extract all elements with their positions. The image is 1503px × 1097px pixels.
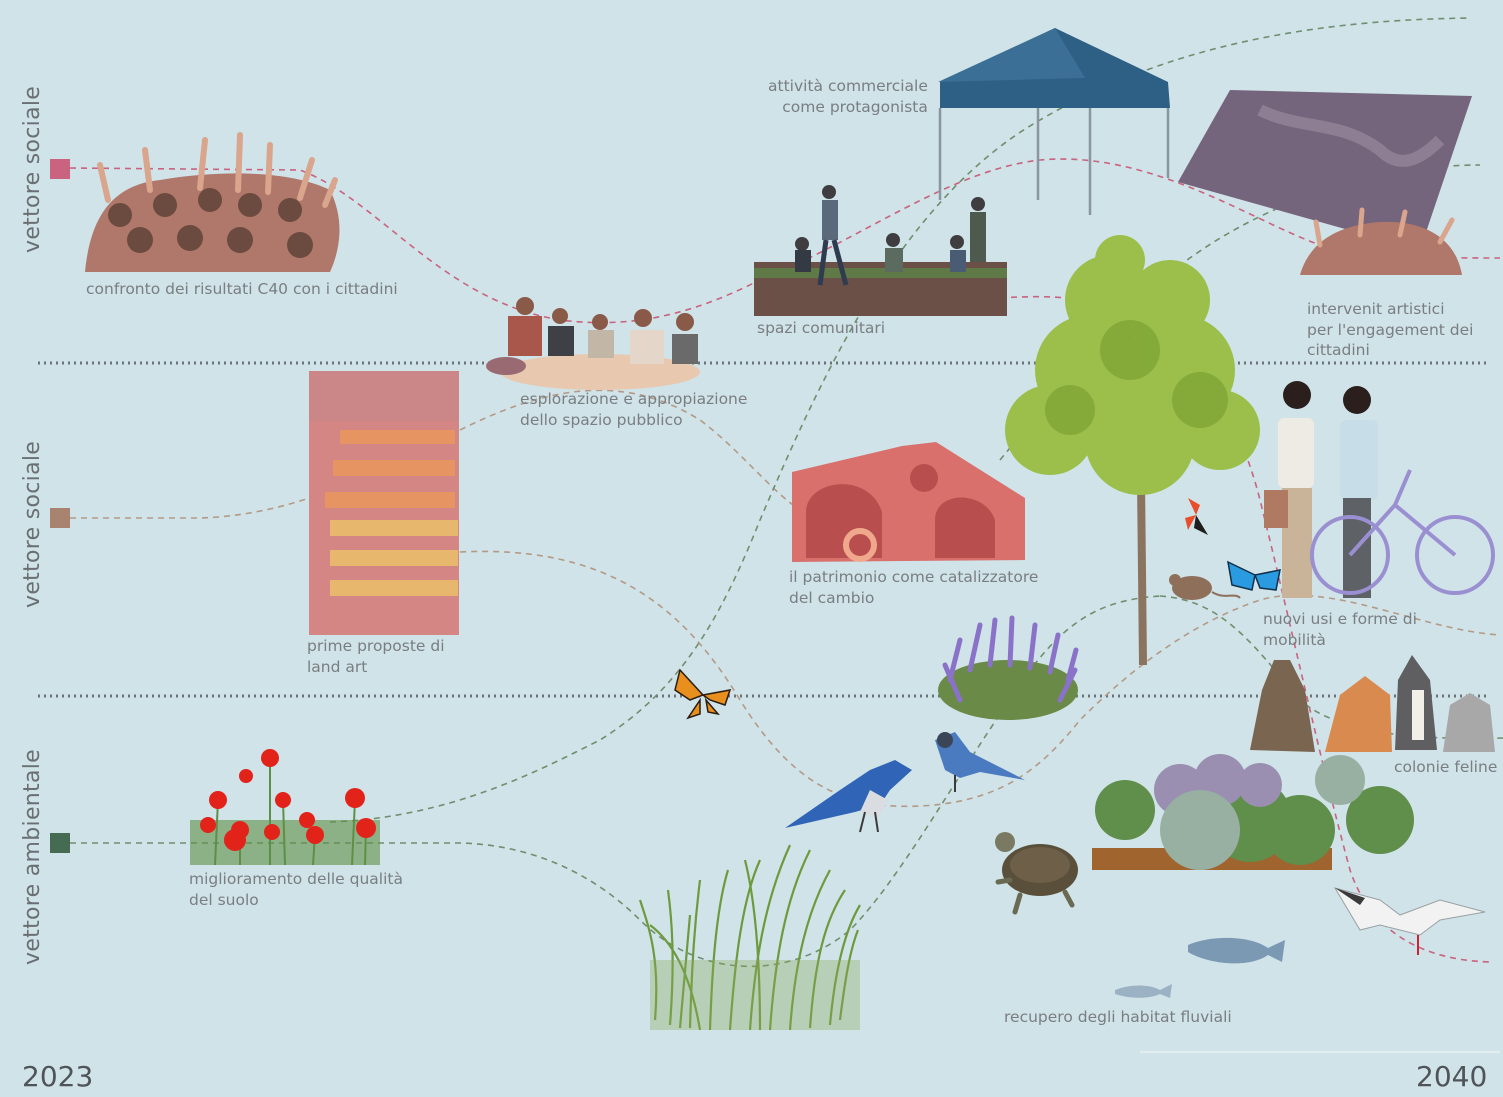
artistic-projection bbox=[1178, 90, 1472, 275]
grass-base bbox=[650, 960, 860, 1030]
caption-comunitari: spazi comunitari bbox=[757, 319, 886, 337]
herb-bed bbox=[1092, 754, 1414, 870]
caption-suolo: miglioramento delle qualità del suolo bbox=[189, 870, 403, 909]
small-butterfly-icon bbox=[1185, 498, 1208, 535]
community-garden-people bbox=[754, 185, 1007, 316]
cats-group bbox=[1250, 655, 1495, 752]
butterfly-icon bbox=[674, 668, 732, 720]
caption-esplorazione: esplorazione e appropiazione dello spazi… bbox=[520, 390, 748, 429]
caption-feline: colonie feline bbox=[1394, 758, 1498, 776]
picnic-group bbox=[486, 297, 700, 390]
vector-marker-social-2 bbox=[50, 508, 70, 528]
blue-jays bbox=[785, 732, 1025, 833]
vector-marker-social-1 bbox=[50, 159, 70, 179]
caption-commerciale: attività commerciale come protagonista bbox=[768, 77, 928, 116]
blue-butterfly-icon bbox=[1227, 560, 1281, 591]
lavender bbox=[938, 615, 1079, 720]
poppies bbox=[190, 749, 380, 866]
grass-reeds bbox=[638, 844, 861, 1031]
tree bbox=[1005, 235, 1260, 666]
caption-confronto: confronto dei risultati C40 con i cittad… bbox=[86, 280, 398, 298]
women-with-bicycle bbox=[1264, 381, 1495, 598]
caption-patrimonio: il patrimonio come catalizzatore del cam… bbox=[789, 568, 1039, 607]
seagull-icon bbox=[1333, 887, 1486, 955]
year-start: 2023 bbox=[22, 1060, 94, 1093]
caption-land-art: prime proposte di land art bbox=[307, 637, 445, 676]
flower-staircase bbox=[309, 371, 459, 635]
caption-artistici: intervenit artistici per l'engagement de… bbox=[1307, 300, 1474, 359]
caption-mobilita: nuovi usi e forme di mobilità bbox=[1263, 610, 1417, 649]
vector-label-social-1: vettore sociale bbox=[20, 85, 45, 253]
market-tent bbox=[938, 28, 1170, 215]
crowd-raising-hands bbox=[85, 132, 340, 272]
year-end: 2040 bbox=[1416, 1060, 1488, 1093]
vector-label-environmental: vettore ambientale bbox=[20, 749, 45, 965]
caption-fluviali: recupero degli habitat fluviali bbox=[1004, 1008, 1232, 1026]
turtle-icon bbox=[995, 832, 1078, 915]
fish-icon bbox=[1115, 937, 1285, 998]
heritage-building bbox=[792, 442, 1025, 562]
vector-label-social-2: vettore sociale bbox=[20, 440, 45, 608]
mouse-icon bbox=[1169, 574, 1241, 600]
path-env-green bbox=[70, 595, 1161, 968]
vector-marker-environmental bbox=[50, 833, 70, 853]
